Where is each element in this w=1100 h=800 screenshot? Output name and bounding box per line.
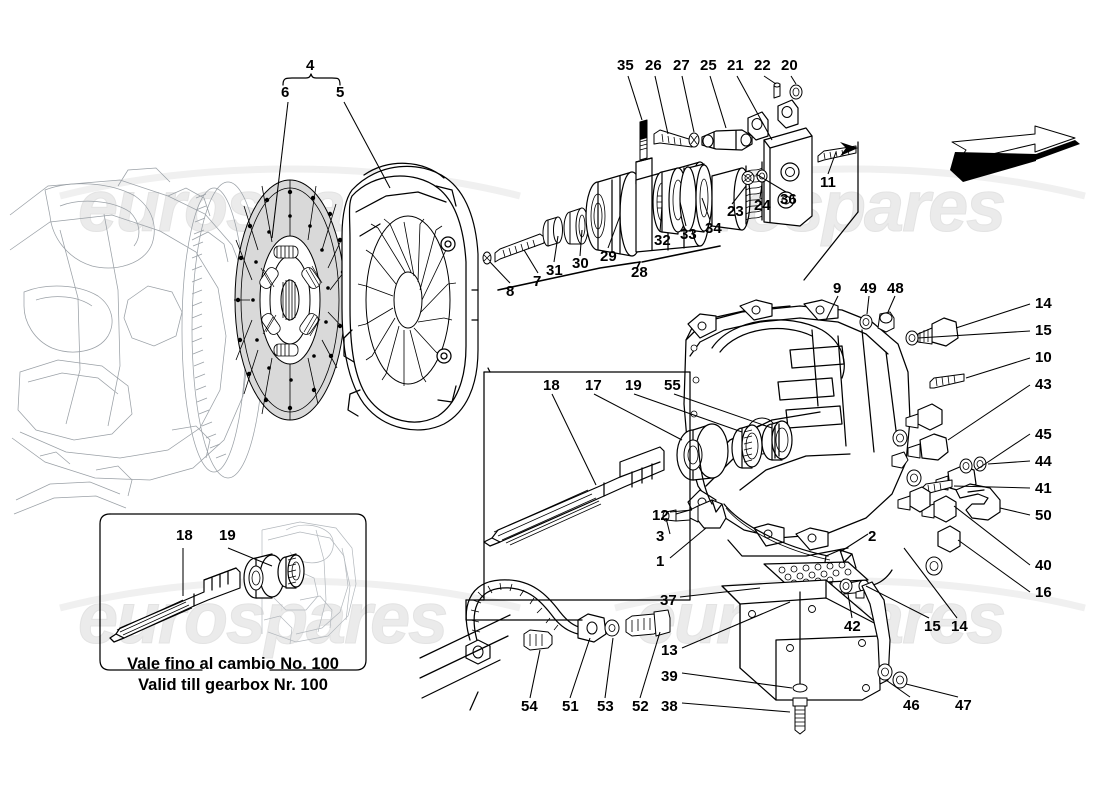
callout-24: 24 [754, 197, 771, 214]
callout-52: 52 [632, 698, 649, 715]
cover-plate-bracket [721, 561, 908, 735]
inset-callout-19: 19 [219, 527, 236, 544]
cable-routing [697, 441, 893, 587]
callout-55: 55 [664, 377, 681, 394]
callout-17: 17 [585, 377, 602, 394]
input-shaft-assembly [483, 420, 793, 547]
bracket-11-to-housing [803, 141, 859, 281]
callout-4: 4 [306, 57, 315, 74]
callout-15-b: 15 [924, 618, 941, 635]
callout-33: 33 [680, 226, 697, 243]
bracket-4 [282, 73, 341, 86]
callout-42: 42 [844, 618, 861, 635]
callout-53: 53 [597, 698, 614, 715]
callout-37: 37 [660, 592, 677, 609]
callout-34: 34 [705, 220, 722, 237]
clutch-disc [234, 179, 348, 421]
callout-1: 1 [656, 553, 665, 570]
callout-20: 20 [781, 57, 798, 74]
callout-19-main: 19 [625, 377, 642, 394]
callout-40: 40 [1035, 557, 1052, 574]
callout-2: 2 [868, 528, 877, 545]
small-fasteners-top [653, 129, 768, 185]
callout-35: 35 [617, 57, 634, 74]
callout-49: 49 [860, 280, 877, 297]
hose-assembly [465, 579, 671, 665]
callout-7: 7 [533, 273, 542, 290]
callout-28: 28 [631, 264, 648, 281]
callout-44: 44 [1035, 453, 1052, 470]
callout-11: 11 [820, 174, 836, 191]
callout-48: 48 [887, 280, 904, 297]
piston-seals [652, 163, 713, 235]
callout-13: 13 [661, 642, 678, 659]
bracket-28 [497, 245, 721, 291]
callout-31: 31 [546, 262, 563, 279]
callout-21: 21 [727, 57, 744, 74]
callout-25: 25 [700, 57, 717, 74]
callout-51: 51 [562, 698, 579, 715]
inset-callout-18: 18 [176, 527, 193, 544]
callout-12: 12 [652, 507, 669, 524]
clutch-fasteners [482, 207, 589, 265]
callout-5: 5 [336, 84, 345, 101]
hatch-lines [419, 614, 511, 711]
callout-45: 45 [1035, 426, 1052, 443]
callout-32: 32 [654, 232, 671, 249]
callout-30: 30 [572, 255, 589, 272]
inset-shaft [109, 553, 305, 643]
callout-9: 9 [833, 280, 842, 297]
group-frame-box-2 [465, 371, 691, 621]
callout-6: 6 [281, 84, 290, 101]
callout-47: 47 [955, 697, 972, 714]
callout-23: 23 [727, 203, 744, 220]
callout-41: 41 [1035, 480, 1052, 497]
inset-caption-english: Valid till gearbox Nr. 100 [138, 676, 328, 694]
direction-arrow [950, 125, 1080, 182]
callout-27: 27 [673, 57, 690, 74]
callout-38: 38 [661, 698, 678, 715]
callout-10: 10 [1035, 349, 1052, 366]
inset-caption-italian: Vale fino al cambio No. 100 [127, 655, 339, 673]
callout-46: 46 [903, 697, 920, 714]
callout-26: 26 [645, 57, 662, 74]
callout-43: 43 [1035, 376, 1052, 393]
callout-29: 29 [600, 248, 617, 265]
callout-3: 3 [656, 528, 665, 545]
callout-18-main: 18 [543, 377, 560, 394]
callout-15-a: 15 [1035, 322, 1052, 339]
callout-39: 39 [661, 668, 678, 685]
right-fittings [859, 311, 1001, 576]
callout-14-b: 14 [951, 618, 968, 635]
callout-50: 50 [1035, 507, 1052, 524]
callout-14-a: 14 [1035, 295, 1052, 312]
callout-8: 8 [506, 283, 515, 300]
pressure-plate-cover [341, 162, 479, 431]
callout-36: 36 [780, 191, 797, 208]
callout-54: 54 [521, 698, 538, 715]
callout-16: 16 [1035, 584, 1052, 601]
callout-22: 22 [754, 57, 771, 74]
